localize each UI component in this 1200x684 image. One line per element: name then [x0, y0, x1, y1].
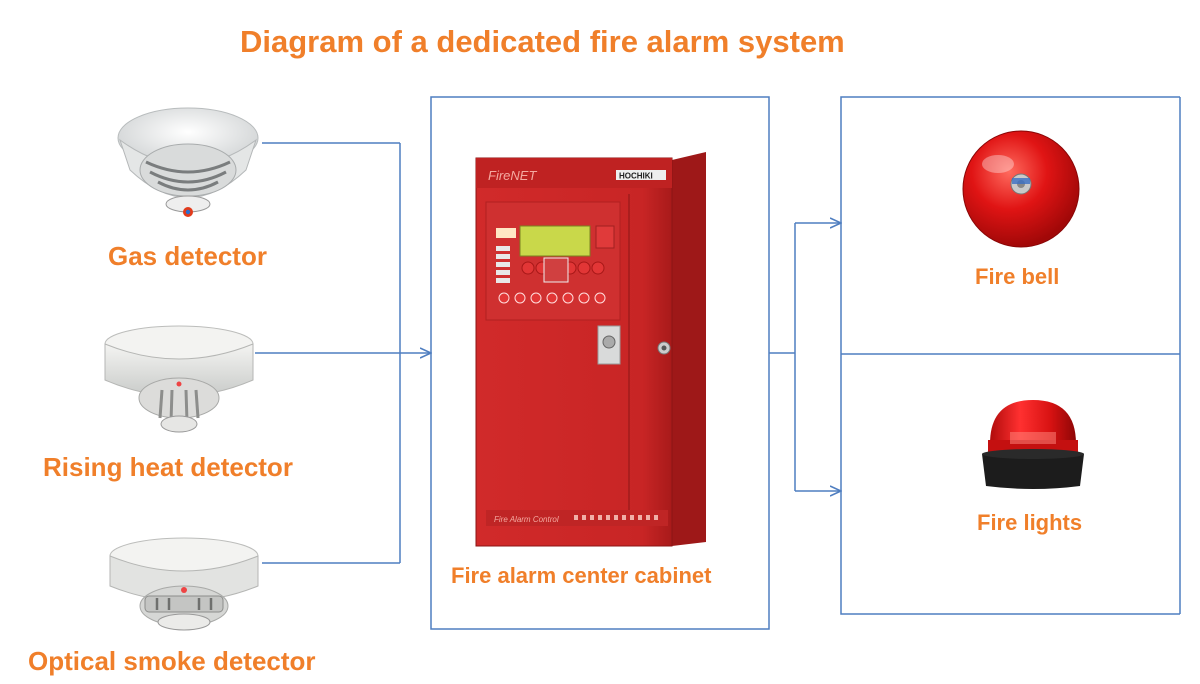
fire-alarm-panel-icon: FireNET HOCHIKI Fire Alarm Control — [475, 152, 706, 547]
gas-detector-icon — [117, 107, 259, 217]
panel-brand: FireNET — [488, 168, 537, 183]
fire-lights-label: Fire lights — [977, 510, 1083, 535]
smoke-detector-label: Optical smoke detector — [28, 646, 316, 676]
diagram-title: Diagram of a dedicated fire alarm system — [240, 24, 845, 59]
heat-detector-icon — [104, 325, 254, 433]
gas-detector-label: Gas detector — [108, 241, 267, 271]
panel-maker: HOCHIKI — [619, 172, 653, 181]
center-box — [430, 96, 770, 630]
output-box-outline — [840, 96, 1180, 615]
center-label: Fire alarm center cabinet — [451, 563, 712, 588]
fire-light-icon — [982, 400, 1084, 489]
panel-footer: Fire Alarm Control — [494, 515, 559, 524]
smoke-detector-icon — [109, 537, 259, 631]
fire-bell-icon — [962, 130, 1080, 248]
heat-detector-label: Rising heat detector — [43, 452, 293, 482]
fire-bell-label: Fire bell — [975, 264, 1060, 289]
